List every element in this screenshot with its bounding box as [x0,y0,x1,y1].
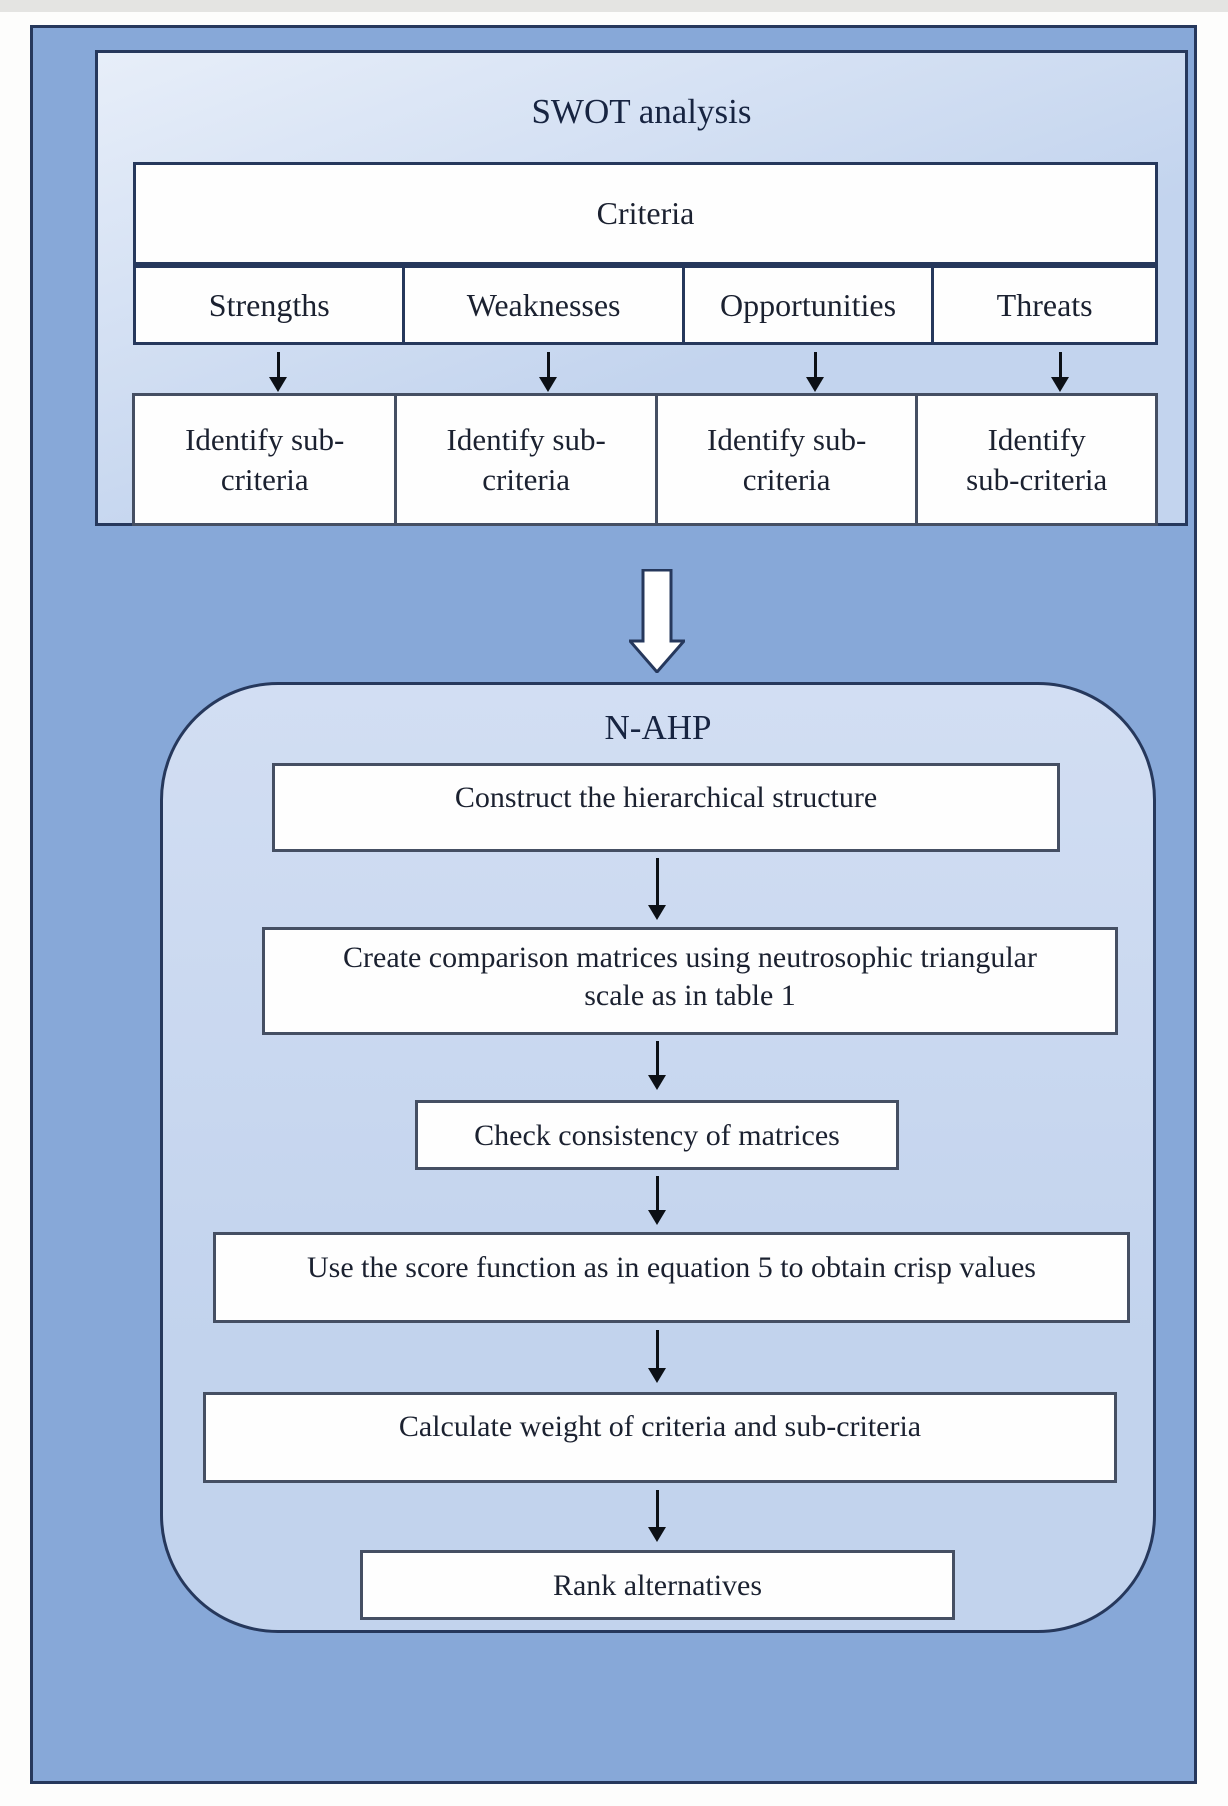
step-label: Use the score function as in equation 5 … [307,1251,1036,1284]
down-arrow-icon [539,352,557,392]
nahp-title: N-AHP [604,708,712,747]
criteria-header-box: Criteria [133,162,1158,265]
down-arrow-icon [648,1041,666,1090]
identify-subcriteria-threats: Identify sub-criteria [915,396,1155,523]
identify-line: Identify [987,421,1086,457]
strengths-label: Strengths [208,286,330,323]
criteria-columns-row: Strengths Weaknesses Opportunities Threa… [133,265,1158,345]
swot-panel: SWOT analysis Criteria Strengths Weaknes… [95,50,1188,526]
identify-line: criteria [482,461,571,497]
identify-line: Identify sub- [185,421,345,457]
identify-subcriteria-strengths: Identify sub- criteria [135,396,394,523]
step-label: Calculate weight of criteria and sub-cri… [398,1410,922,1443]
threats-label: Threats [996,286,1093,323]
down-arrow-icon [806,352,824,392]
down-arrow-icon [648,858,666,920]
criteria-cell-strengths: Strengths [136,268,402,342]
big-down-arrow-icon [629,569,685,673]
down-arrow-icon [1051,352,1069,392]
identify-subcriteria-row: Identify sub- criteria Identify sub- cri… [132,393,1158,526]
identify-line: criteria [742,461,831,497]
step-create-comparison-matrices: Create comparison matrices using neutros… [262,927,1118,1035]
step-label: Rank alternatives [552,1569,763,1602]
down-arrow-icon [269,352,287,392]
criteria-cell-weaknesses: Weaknesses [402,268,681,342]
down-arrow-icon [648,1176,666,1225]
down-arrow-icon [648,1490,666,1542]
step-score-function: Use the score function as in equation 5 … [213,1232,1130,1323]
identify-line: sub-criteria [966,461,1108,497]
identify-line: Identify sub- [446,421,606,457]
step-construct-hierarchy: Construct the hierarchical structure [272,763,1060,852]
criteria-header-label: Criteria [596,195,695,231]
page-top-strip [0,0,1228,12]
step-label: Construct the hierarchical structure [454,781,878,814]
nahp-panel: N-AHP Construct the hierarchical structu… [160,682,1156,1633]
step-label: Check consistency of matrices [474,1119,840,1152]
swot-title: SWOT analysis [531,92,752,131]
step-calculate-weights: Calculate weight of criteria and sub-cri… [203,1392,1117,1483]
down-arrow-icon [648,1330,666,1383]
weaknesses-label: Weaknesses [466,286,621,323]
step-label: Create comparison matrices using neutros… [343,941,1037,1012]
criteria-cell-threats: Threats [931,268,1155,342]
identify-line: Identify sub- [707,421,867,457]
criteria-cell-opportunities: Opportunities [681,268,932,342]
identify-line: criteria [220,461,309,497]
identify-subcriteria-weaknesses: Identify sub- criteria [394,396,654,523]
step-check-consistency: Check consistency of matrices [415,1100,899,1170]
step-rank-alternatives: Rank alternatives [360,1550,955,1620]
identify-subcriteria-opportunities: Identify sub- criteria [654,396,915,523]
opportunities-label: Opportunities [720,286,897,323]
